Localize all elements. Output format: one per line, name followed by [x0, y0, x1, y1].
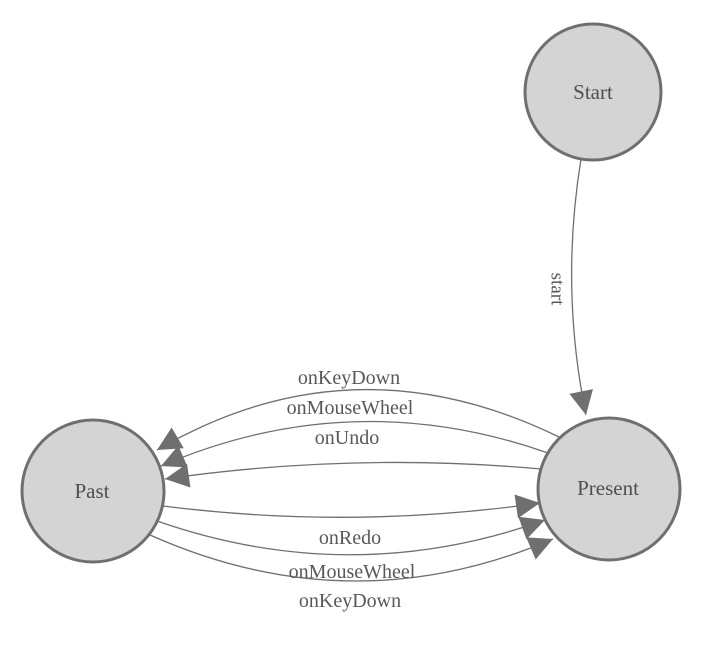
edge-label-onredo: onRedo — [319, 527, 381, 549]
edge-group — [149, 158, 593, 582]
edge-label-onundo: onUndo — [315, 427, 379, 449]
edge-start-to-present — [569, 158, 593, 416]
present-node-circle — [536, 416, 682, 562]
edge-label-group: start onKeyDown onMouseWheel onUndo onRe… — [287, 273, 568, 612]
edge-present-to-past-onkeydown — [156, 388, 560, 451]
edge-present-to-past-onundo — [164, 461, 542, 488]
edge-label-onkeydown-bottom: onKeyDown — [299, 590, 401, 612]
state-node-past: Past — [20, 418, 166, 564]
state-node-present: Present — [536, 416, 682, 562]
edge-label-onkeydown-top: onKeyDown — [298, 367, 400, 389]
edge-label-onmousewheel-top: onMouseWheel — [287, 397, 414, 419]
past-node-circle — [20, 418, 166, 564]
edge-label-onmousewheel-bottom: onMouseWheel — [289, 561, 416, 583]
edge-present-to-past-onmousewheel — [160, 420, 549, 468]
edge-past-to-present-onredo — [162, 494, 541, 519]
edge-past-to-present-onmousewheel — [156, 516, 546, 556]
past-node-label: Past — [74, 479, 109, 503]
start-node-label: Start — [573, 80, 613, 104]
present-node-label: Present — [577, 476, 639, 500]
state-node-start: Start — [523, 22, 663, 162]
edge-past-to-present-onkeydown — [149, 534, 554, 582]
edge-label-start: start — [547, 273, 568, 306]
start-node-circle — [523, 22, 663, 162]
